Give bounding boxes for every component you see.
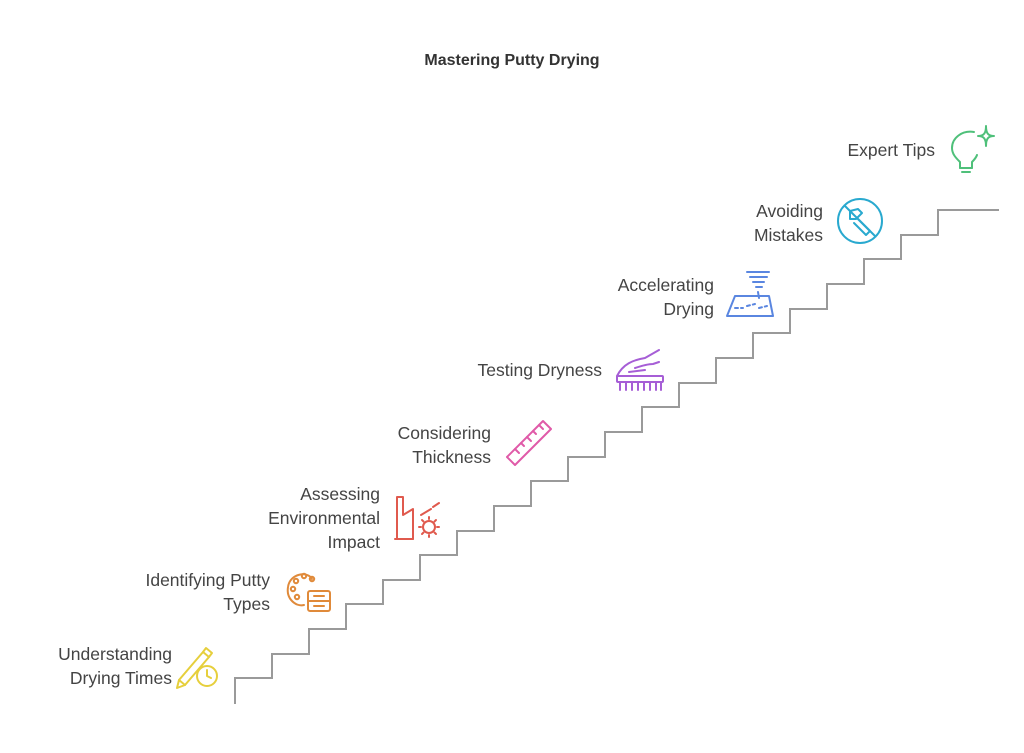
step-label-assessing-environmental-impact: Assessing Environmental Impact bbox=[268, 484, 380, 552]
pencil-clock-icon bbox=[173, 642, 221, 690]
hand-brush-icon bbox=[615, 346, 664, 394]
ruler-icon bbox=[505, 419, 553, 467]
step-label-avoiding-mistakes: Avoiding Mistakes bbox=[753, 201, 823, 245]
lightbulb-sparkle-icon bbox=[948, 124, 996, 173]
step-label-accelerating-drying: Accelerating Drying bbox=[617, 275, 714, 319]
step-label-expert-tips: Expert Tips bbox=[847, 140, 935, 160]
no-tools-icon bbox=[836, 197, 884, 245]
step-label-understanding-drying-times: Understanding Drying Times bbox=[58, 644, 172, 688]
palette-icon bbox=[284, 567, 332, 615]
staircase-line bbox=[234, 209, 999, 704]
step-label-testing-dryness: Testing Dryness bbox=[477, 360, 603, 380]
factory-sun-icon bbox=[393, 493, 441, 541]
diagram-title: Mastering Putty Drying bbox=[424, 52, 600, 69]
tornado-map-icon bbox=[725, 270, 774, 318]
step-label-considering-thickness: Considering Thickness bbox=[397, 423, 491, 467]
step-label-identifying-putty-types: Identifying Putty Types bbox=[145, 570, 270, 614]
